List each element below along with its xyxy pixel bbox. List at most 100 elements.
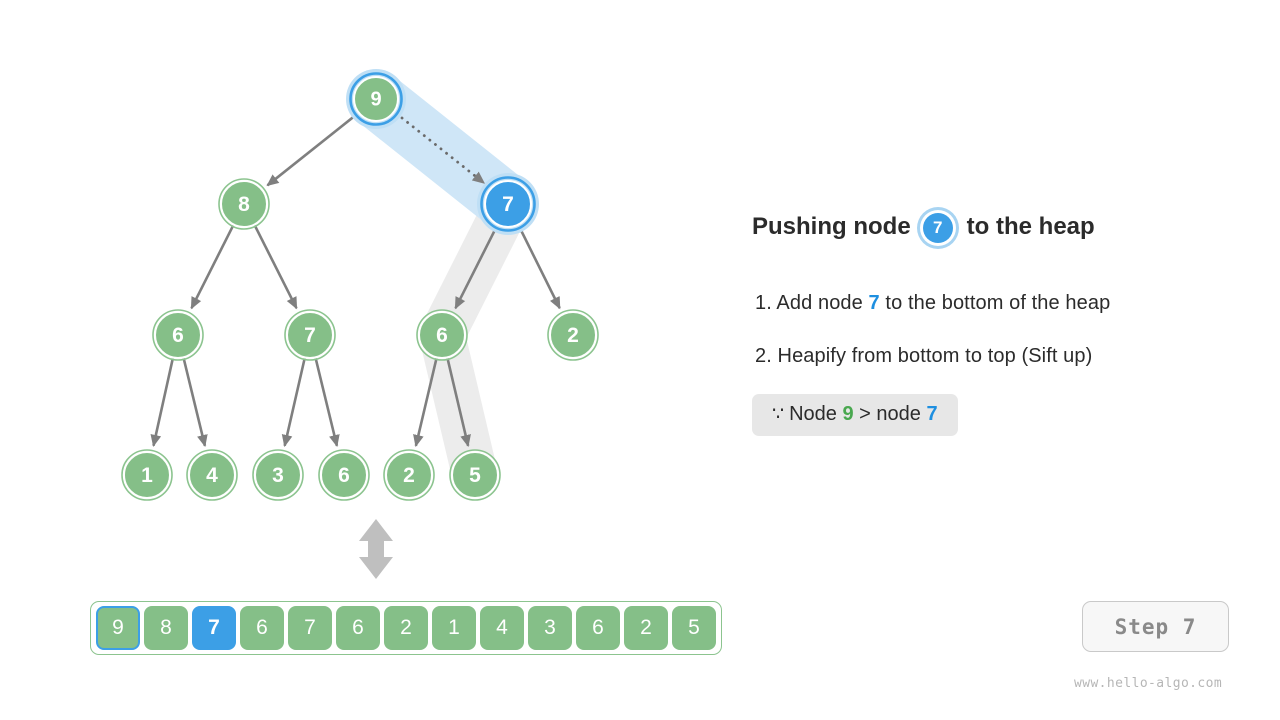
array-cell: 6 <box>336 606 380 650</box>
node-outer-ring <box>218 178 270 230</box>
step-1-value: 7 <box>868 292 880 314</box>
node-circle <box>220 180 268 228</box>
node-highlight-ring <box>480 176 536 232</box>
hint-middle: > node <box>853 403 927 425</box>
node-circle <box>188 451 236 499</box>
step-counter-badge: Step 7 <box>1082 601 1229 652</box>
node-value: 4 <box>206 464 218 487</box>
array-cell: 3 <box>528 606 572 650</box>
tree-node: 3 <box>252 449 304 501</box>
node-circle <box>353 76 399 122</box>
title-node-badge: 7 <box>922 213 953 243</box>
title-prefix: Pushing node <box>752 213 911 240</box>
tree-edges <box>150 112 561 448</box>
node-circle <box>451 451 499 499</box>
node-outer-ring <box>318 449 370 501</box>
tree-edge <box>150 358 175 448</box>
tree-node: 6 <box>416 309 468 361</box>
node-value: 2 <box>567 324 579 347</box>
instruction-step-2: 2. Heapify from bottom to top (Sift up) <box>755 345 1092 368</box>
node-value: 8 <box>238 193 250 216</box>
because-symbol: ∵ <box>772 404 785 425</box>
node-outer-ring <box>383 449 435 501</box>
tree-edge <box>446 358 471 448</box>
tree-edge <box>266 112 359 187</box>
page-title: Pushing node 7 to the heap <box>752 212 1095 243</box>
node-circle <box>320 451 368 499</box>
heap-tree-diagram: 9 8 7 6 7 6 2 1 4 3 6 2 5 <box>121 69 599 579</box>
node-value: 3 <box>272 464 284 487</box>
reason-hint-box: ∵Node 9 > node 7 <box>752 394 958 436</box>
array-cell: 4 <box>480 606 524 650</box>
array-cell: 6 <box>240 606 284 650</box>
node-value: 1 <box>141 464 153 487</box>
array-cell: 2 <box>384 606 428 650</box>
array-cell: 2 <box>624 606 668 650</box>
array-cell: 1 <box>432 606 476 650</box>
node-circle <box>154 311 202 359</box>
node-value: 6 <box>338 464 350 487</box>
node-circle <box>549 311 597 359</box>
node-outer-ring <box>152 309 204 361</box>
tree-edge <box>182 358 208 448</box>
tree-node: 7 <box>477 173 539 235</box>
node-circle <box>123 451 171 499</box>
tree-node: 7 <box>284 309 336 361</box>
node-circle <box>254 451 302 499</box>
tree-node: 9 <box>346 69 406 129</box>
node-outer-ring <box>252 449 304 501</box>
tree-edge <box>314 358 340 448</box>
node-outer-ring <box>449 449 501 501</box>
node-highlight-ring <box>349 72 403 126</box>
node-outer-ring <box>121 449 173 501</box>
node-outer-ring <box>284 309 336 361</box>
array-cell: 6 <box>576 606 620 650</box>
step-2-text: 2. Heapify from bottom to top (Sift up) <box>755 345 1093 367</box>
title-suffix: to the heap <box>966 213 1095 240</box>
node-circle <box>286 311 334 359</box>
array-cell: 8 <box>144 606 188 650</box>
tree-edge <box>253 224 298 310</box>
node-circle <box>385 451 433 499</box>
node-value: 7 <box>304 324 316 347</box>
double-arrow-vertical-icon <box>359 519 393 579</box>
node-value: 9 <box>370 89 381 111</box>
tree-node: 8 <box>218 178 270 230</box>
step-1-prefix: 1. Add node <box>755 292 869 314</box>
tree-node: 5 <box>449 449 501 501</box>
tree-node: 2 <box>383 449 435 501</box>
tree-node: 4 <box>186 449 238 501</box>
tree-node: 1 <box>121 449 173 501</box>
node-value: 6 <box>436 324 448 347</box>
hint-right-value: 7 <box>926 403 938 425</box>
tree-node: 6 <box>318 449 370 501</box>
node-value: 6 <box>172 324 184 347</box>
explanation-panel: Pushing node 7 to the heap 1. Add node 7… <box>752 0 1280 720</box>
tree-nodes: 9 8 7 6 7 6 2 1 4 3 6 2 5 <box>121 69 599 501</box>
node-value: 5 <box>469 464 481 487</box>
node-outer-ring <box>416 309 468 361</box>
tree-edge <box>517 224 561 310</box>
tree-node: 2 <box>547 309 599 361</box>
node-outer-ring <box>186 449 238 501</box>
node-value: 2 <box>403 464 415 487</box>
hint-before: Node <box>789 403 843 425</box>
instruction-step-1: 1. Add node 7 to the bottom of the heap <box>755 292 1110 315</box>
tree-edge <box>190 224 235 310</box>
tree-node: 6 <box>152 309 204 361</box>
tree-edge <box>454 224 499 310</box>
node-value: 7 <box>502 193 514 216</box>
array-cell: 9 <box>96 606 140 650</box>
array-cell: 5 <box>672 606 716 650</box>
tree-edge <box>413 358 438 448</box>
hint-left-value: 9 <box>842 403 854 425</box>
node-outer-ring <box>547 309 599 361</box>
tree-edge <box>281 358 306 448</box>
node-circle <box>418 311 466 359</box>
step-1-suffix: to the bottom of the heap <box>879 292 1111 314</box>
watermark-text: www.hello-algo.com <box>1074 676 1223 691</box>
node-circle <box>484 180 532 228</box>
array-cell: 7 <box>288 606 332 650</box>
array-cell: 7 <box>192 606 236 650</box>
